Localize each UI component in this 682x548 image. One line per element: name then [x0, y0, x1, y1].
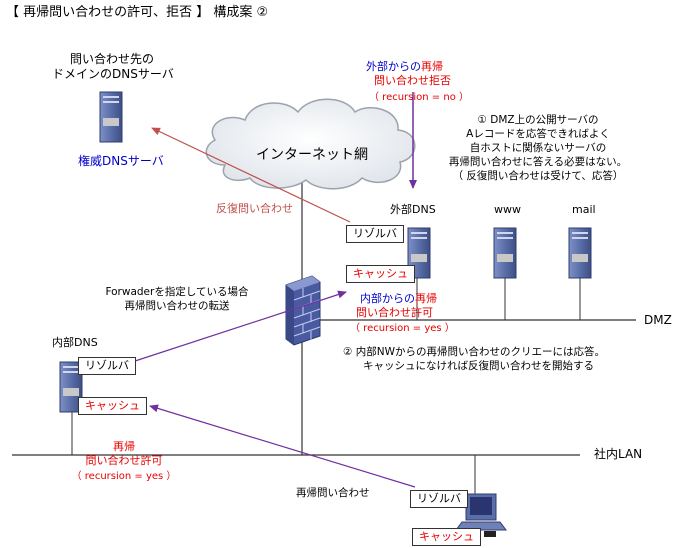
int-dns-server-icon	[59, 361, 83, 413]
internet-cloud	[205, 98, 416, 190]
ext-dns-resolver-box: リゾルバ	[346, 225, 404, 243]
note2-line1: ② 内部NWからの再帰問い合わせのクリエーには応答。	[343, 346, 605, 358]
arrow-iterative	[151, 127, 351, 223]
int-dns-resolver-box: リゾルバ	[78, 357, 136, 375]
arrow-forwarder-line	[131, 291, 347, 363]
ext-refuse-line2: 問い合わせ拒否	[374, 74, 451, 87]
dmz-label: DMZ	[644, 313, 672, 327]
int-allow-line1: 内部からの再帰	[360, 292, 437, 305]
page-title: 【 再帰問い合わせの許可、拒否 】 構成案 ②	[6, 5, 269, 20]
note2-line2: キャッシュになければ反復問い合わせを開始する	[363, 360, 594, 372]
forwarder-line1: Forwaderを指定している場合	[105, 286, 249, 298]
ext-dns-label: 外部DNS	[390, 203, 436, 216]
client-resolver-box: リゾルバ	[410, 490, 468, 508]
www-label: www	[494, 203, 521, 216]
internet-label: インターネット網	[256, 147, 368, 163]
note1-line4: 再帰問い合わせに答える必要はない。	[448, 156, 628, 168]
int-dns-label: 内部DNS	[52, 336, 98, 349]
note1-line3: 自ホストに関係ないサーバの	[469, 142, 607, 154]
auth-dns-caption-2: ドメインのDNSサーバ	[52, 67, 174, 81]
auth-dns-label: 権威DNSサーバ	[78, 154, 164, 168]
int-allow-line3: （ recursion = yes ）	[350, 323, 455, 334]
ext-refuse-line1: 外部からの再帰	[366, 60, 443, 73]
note1-line1: ① DMZ上の公開サーバの	[477, 114, 599, 126]
forwarder-line2: 再帰問い合わせの転送	[124, 300, 230, 312]
lan-label: 社内LAN	[594, 447, 643, 461]
iterative-label: 反復問い合わせ	[216, 202, 293, 215]
client-cache-box: キャッシュ	[412, 528, 481, 546]
lan-allow-line3: （ recursion = yes ）	[71, 471, 177, 482]
client-pc-icon	[455, 493, 507, 537]
www-server-icon	[493, 227, 517, 279]
note1-line5: （ 反復問い合わせは受けて、応答）	[452, 170, 624, 182]
ext-refuse-line3: （ recursion = no ）	[369, 92, 469, 103]
mail-server-icon	[568, 227, 592, 279]
int-dns-cache-box: キャッシュ	[78, 397, 147, 415]
ext-dns-cache-box: キャッシュ	[346, 265, 415, 283]
client-query-label: 再帰問い合わせ	[296, 487, 370, 499]
note1-line2: Aレコードを応答できればよく	[466, 128, 610, 140]
auth-dns-server-icon	[99, 91, 123, 143]
mail-label: mail	[572, 203, 596, 216]
lan-allow-line2: 問い合わせ許可	[85, 454, 163, 467]
auth-dns-caption-1: 問い合わせ先の	[69, 52, 154, 66]
lan-allow-line1: 再帰	[113, 440, 135, 453]
int-allow-line2: 問い合わせ許可	[356, 306, 433, 319]
arrow-client-query	[149, 404, 416, 488]
